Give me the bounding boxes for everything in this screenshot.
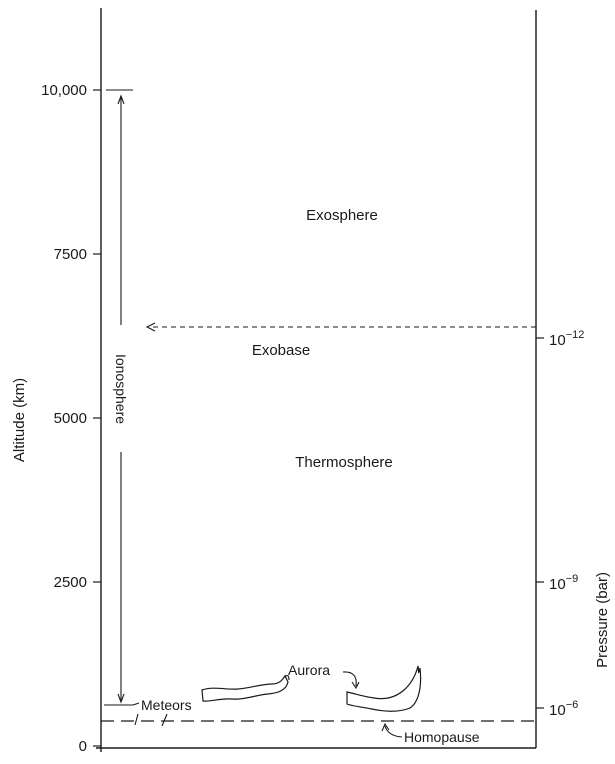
left-axis-title: Altitude (km) — [11, 378, 28, 462]
left-tick-label-5000: 5000 — [54, 410, 87, 427]
thermosphere-label: Thermosphere — [295, 454, 393, 471]
homopause-arrowhead — [381, 722, 390, 732]
right-tick-label-1e-6: 10−6 — [549, 699, 578, 719]
right-axis-ticks — [536, 337, 544, 709]
left-tick-label-2500: 2500 — [54, 574, 87, 591]
meteors-marker — [104, 702, 168, 727]
left-tick-label-0: 0 — [79, 738, 87, 755]
meteors-pointer — [132, 702, 140, 706]
meteors-label: Meteors — [141, 697, 192, 713]
right-axis-title: Pressure (bar) — [594, 572, 611, 668]
left-tick-label-10000: 10,000 — [41, 82, 87, 99]
homopause-pointer — [381, 722, 403, 738]
meteor-streak-2 — [161, 713, 168, 727]
right-tick-label-1e-12: 10−12 — [549, 329, 584, 349]
aurora-pointer-left — [283, 675, 290, 681]
ionosphere-range — [106, 89, 133, 704]
ionosphere-label: Ionosphere — [113, 354, 129, 424]
left-axis-ticks — [93, 89, 101, 747]
exosphere-label: Exosphere — [306, 207, 378, 224]
aurora-shape-right — [346, 665, 422, 712]
aurora-pointers — [283, 671, 360, 690]
homopause-label: Homopause — [404, 729, 480, 745]
exobase-label: Exobase — [252, 342, 310, 359]
homopause-curve — [384, 725, 403, 738]
left-tick-label-7500: 7500 — [54, 246, 87, 263]
aurora-pointer-right — [342, 671, 357, 687]
exobase-arrow — [145, 322, 536, 332]
aurora-shapes — [201, 665, 422, 712]
right-tick-label-1e-9: 10−9 — [549, 573, 578, 593]
aurora-label: Aurora — [288, 662, 330, 678]
ionosphere-arrow-down — [117, 693, 125, 704]
exobase-arrowhead — [145, 322, 156, 332]
ionosphere-arrow-up — [117, 94, 125, 105]
aurora-shape-left — [201, 674, 289, 702]
aurora-pointer-right-head — [351, 681, 360, 690]
meteor-streak-1 — [134, 713, 139, 726]
